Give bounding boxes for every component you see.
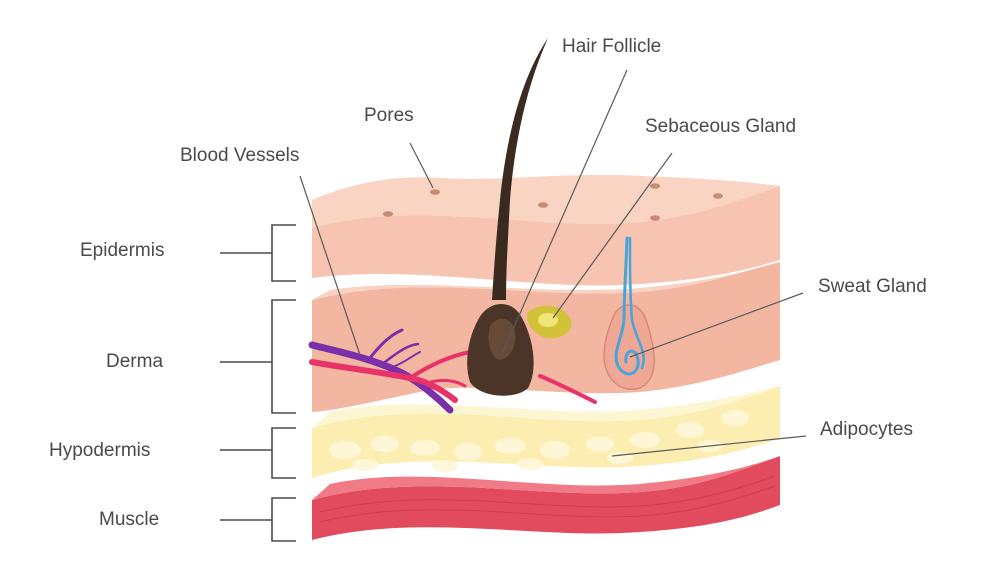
sebaceous-gland bbox=[527, 305, 572, 339]
bracket-derma bbox=[220, 299, 296, 414]
pores bbox=[383, 183, 723, 221]
label-hypodermis: Hypodermis bbox=[49, 440, 150, 461]
label-sebaceous-gland: Sebaceous Gland bbox=[645, 116, 796, 137]
pore bbox=[430, 189, 440, 195]
leader-sweat-gland bbox=[629, 292, 804, 358]
hypodermis-layer bbox=[312, 386, 780, 478]
pore bbox=[650, 183, 660, 189]
sweat-gland bbox=[603, 236, 655, 390]
pore bbox=[650, 215, 660, 221]
pore bbox=[538, 202, 548, 208]
pore bbox=[713, 193, 723, 199]
label-muscle: Muscle bbox=[99, 509, 159, 530]
muscle-layer bbox=[312, 456, 780, 540]
bracket-epidermis bbox=[220, 224, 296, 282]
bracket-muscle bbox=[220, 497, 296, 542]
label-pores: Pores bbox=[364, 105, 414, 126]
label-blood-vessels: Blood Vessels bbox=[180, 145, 299, 166]
epidermis-layer bbox=[312, 175, 780, 286]
label-hair-follicle: Hair Follicle bbox=[562, 36, 661, 57]
pore bbox=[383, 211, 393, 217]
leader-pores bbox=[409, 142, 434, 189]
bracket-hypodermis bbox=[220, 427, 296, 479]
blood-vessels bbox=[308, 328, 597, 414]
label-derma: Derma bbox=[106, 351, 163, 372]
hair-follicle bbox=[467, 38, 548, 396]
label-adipocytes: Adipocytes bbox=[820, 419, 913, 440]
label-sweat-gland: Sweat Gland bbox=[818, 276, 927, 297]
leader-sebaceous-gland bbox=[552, 152, 673, 319]
label-epidermis: Epidermis bbox=[80, 240, 164, 261]
leader-blood-vessels bbox=[299, 175, 361, 356]
leader-adipocytes bbox=[611, 435, 807, 457]
leader-hair-follicle bbox=[502, 69, 628, 353]
